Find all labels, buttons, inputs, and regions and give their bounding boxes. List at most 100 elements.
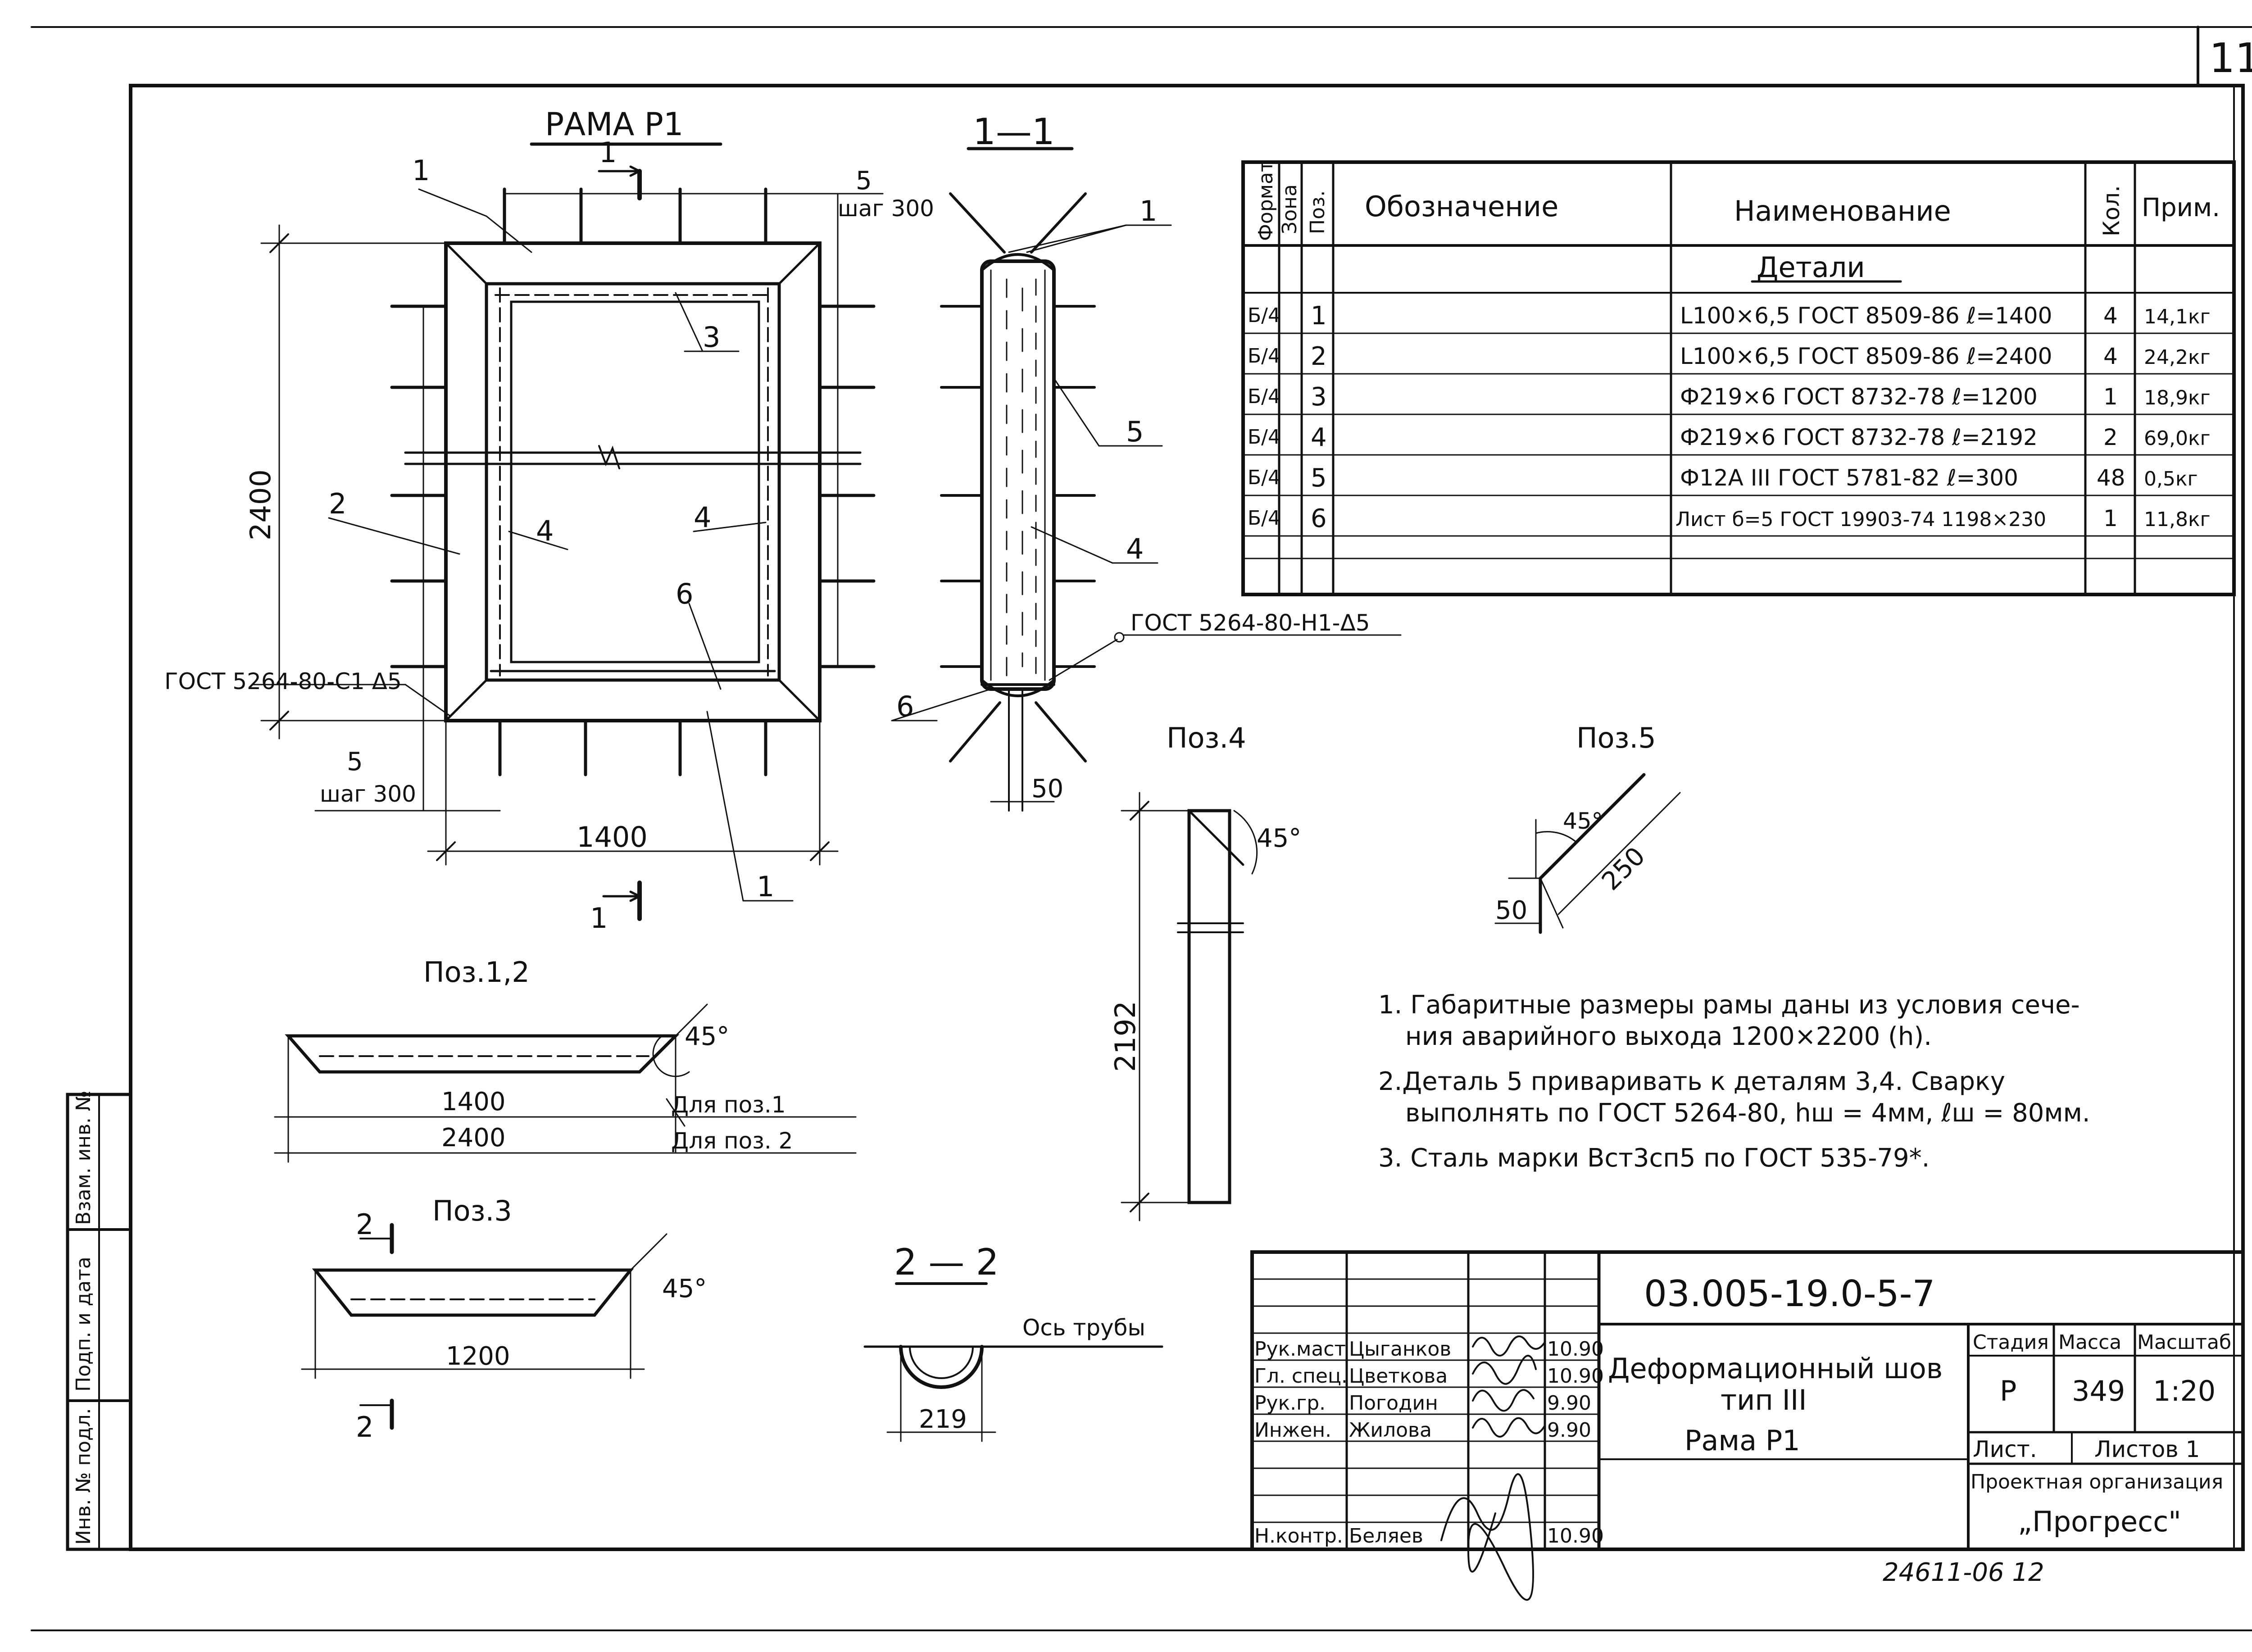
- pos3-title: Поз.3: [432, 1194, 512, 1227]
- frame-pos-6: 6: [676, 577, 693, 610]
- spec-row-4-format: Б/4: [1248, 426, 1280, 449]
- mass-label: Масса: [2058, 1331, 2121, 1354]
- spec-row-5-format: Б/4: [1248, 466, 1280, 489]
- person-date-5: 10.90: [1547, 1525, 1604, 1548]
- title-block: 03.005-19.0-5-7 Деформационный шов тип I…: [1254, 1273, 2231, 1548]
- pos4-angle: 45°: [1257, 824, 1301, 853]
- note-line-1: 1. Габаритные размеры рамы даны из услов…: [1378, 990, 2080, 1020]
- pos5-dim-50: 50: [1495, 896, 1527, 925]
- spec-header-zone: Зона: [1278, 184, 1301, 234]
- person-name-5: Беляев: [1349, 1525, 1423, 1548]
- title-block-grid: [1250, 1250, 2245, 1551]
- spec-row-5-pos: 5: [1311, 463, 1327, 493]
- frame-pos-3: 3: [703, 321, 720, 354]
- signatures: [1440, 1335, 1546, 1601]
- sheets-label: Листов 1: [2094, 1436, 2200, 1462]
- section-1-1-weld-note: ГОСТ 5264-80-Н1-Δ5: [1131, 610, 1370, 636]
- frame-pos-1a: 1: [412, 154, 430, 187]
- side-stamp-inv: Инв. № подл.: [72, 1408, 95, 1545]
- note-line-2: ния аварийного выхода 1200×2200 (h).: [1405, 1022, 1932, 1051]
- spec-header-format: Формат: [1254, 160, 1277, 241]
- side-stamp: [66, 1093, 132, 1551]
- person-role-2: Гл. спец.: [1254, 1365, 1348, 1388]
- pos12-dim-1400: 1400: [441, 1087, 506, 1116]
- pos4-title: Поз.4: [1167, 722, 1246, 754]
- pos5-view: [1494, 773, 1681, 934]
- sheet-number: 11: [2209, 35, 2252, 82]
- section-2-2-title: 2 — 2: [894, 1241, 999, 1283]
- spec-row-1-note: 14,1кг: [2144, 305, 2211, 328]
- pos12-dim-1400-note: Для поз.1: [671, 1092, 786, 1118]
- side-stamp-text: Инв. № подл. Подп. и дата Взам. инв. №: [72, 1090, 95, 1545]
- person-role-1: Рук.маст: [1254, 1338, 1346, 1361]
- side-stamp-repl: Взам. инв. №: [72, 1090, 95, 1225]
- pos3-angle: 45°: [662, 1274, 707, 1303]
- spec-header-pos: Поз.: [1306, 191, 1329, 234]
- section-1-1-title: 1—1: [973, 111, 1055, 153]
- section-1-1-label-4: 4: [1126, 532, 1144, 565]
- frame-p1-view: [251, 142, 884, 921]
- spec-header-designation: Обозначение: [1365, 190, 1558, 223]
- spec-row-1-format: Б/4: [1248, 304, 1280, 327]
- pos3-mark-top: 2: [356, 1208, 373, 1241]
- stage-label: Стадия: [1973, 1331, 2049, 1354]
- side-stamp-sign: Подп. и дата: [72, 1257, 95, 1392]
- person-name-2: Цветкова: [1349, 1365, 1448, 1388]
- pos3-dim: 1200: [446, 1342, 510, 1371]
- sheet-texts: 11 24611-06 12 РАМА Р1 2400 1400 5 шаг 3…: [72, 35, 2252, 1587]
- section-1-1-label-1: 1: [1140, 195, 1157, 227]
- general-notes: 1. Габаритные размеры рамы даны из услов…: [1378, 990, 2090, 1173]
- spec-row-5-name: Ф12А III ГОСТ 5781-82 ℓ=300: [1680, 465, 2018, 491]
- person-name-3: Погодин: [1349, 1392, 1438, 1415]
- pos5-dim-250: 250: [1596, 841, 1651, 896]
- spec-row-6-format: Б/4: [1248, 507, 1280, 530]
- step-bottom-label: шаг 300: [320, 781, 416, 807]
- spec-row-4-note: 69,0кг: [2144, 427, 2211, 450]
- spec-row-2-pos: 2: [1311, 342, 1327, 371]
- note-line-4: выполнять по ГОСТ 5264-80, hш = 4мм, ℓш …: [1405, 1098, 2090, 1128]
- spec-row-2-format: Б/4: [1248, 345, 1280, 368]
- drawing-code: 03.005-19.0-5-7: [1644, 1273, 1935, 1315]
- person-date-2: 10.90: [1547, 1365, 1604, 1388]
- frame-pos-1b: 1: [757, 870, 774, 903]
- spec-row-5-note: 0,5кг: [2144, 467, 2198, 490]
- mass-value: 349: [2072, 1375, 2125, 1407]
- spec-row-6-pos: 6: [1311, 504, 1327, 533]
- step-bottom-count: 5: [347, 747, 363, 776]
- section-1-1-view: [891, 147, 1402, 812]
- frame-title: РАМА Р1: [545, 106, 683, 143]
- pos4-view: [1121, 792, 1258, 1221]
- stage-value: Р: [2000, 1375, 2016, 1407]
- spec-row-3-note: 18,9кг: [2144, 386, 2211, 409]
- spec-row-3-pos: 3: [1311, 382, 1327, 412]
- spec-table: Формат Зона Поз. Обозначение Наименовани…: [1248, 160, 2220, 533]
- org-name: „Прогресс": [2018, 1505, 2181, 1538]
- spec-row-3-name: Ф219×6 ГОСТ 8732-78 ℓ=1200: [1680, 384, 2038, 410]
- spec-row-5-qty: 48: [2097, 465, 2125, 491]
- section-1-1-label-6: 6: [896, 690, 914, 723]
- spec-row-6-qty: 1: [2103, 505, 2118, 531]
- spec-row-1-pos: 1: [1311, 301, 1327, 331]
- spec-header-qty: Кол.: [2098, 185, 2125, 236]
- person-role-4: Инжен.: [1254, 1419, 1331, 1442]
- section-1-1-dim-50: 50: [1031, 774, 1063, 803]
- spec-row-6-note: 11,8кг: [2144, 508, 2211, 531]
- drawing-title-line-1: Деформационный шов: [1608, 1352, 1943, 1385]
- section-mark-top: 1: [599, 136, 617, 169]
- frame-height-dim: 2400: [244, 469, 277, 540]
- frame-width-dim: 1400: [577, 821, 648, 853]
- spec-row-3-qty: 1: [2103, 384, 2118, 410]
- spec-header-note: Прим.: [2142, 193, 2220, 222]
- drawing-title-line-3: Рама Р1: [1684, 1424, 1800, 1457]
- section-2-2-view: [863, 1282, 1163, 1442]
- spec-table-grid: [1241, 160, 2236, 596]
- pos12-angle: 45°: [685, 1022, 729, 1051]
- pos12-dim-2400: 2400: [441, 1123, 506, 1153]
- spec-row-4-name: Ф219×6 ГОСТ 8732-78 ℓ=2192: [1680, 424, 2038, 450]
- person-date-4: 9.90: [1547, 1419, 1591, 1442]
- person-name-4: Жилова: [1349, 1419, 1432, 1442]
- spec-row-4-pos: 4: [1311, 423, 1327, 452]
- scale-value: 1:20: [2153, 1375, 2216, 1407]
- spec-row-1-qty: 4: [2103, 303, 2118, 329]
